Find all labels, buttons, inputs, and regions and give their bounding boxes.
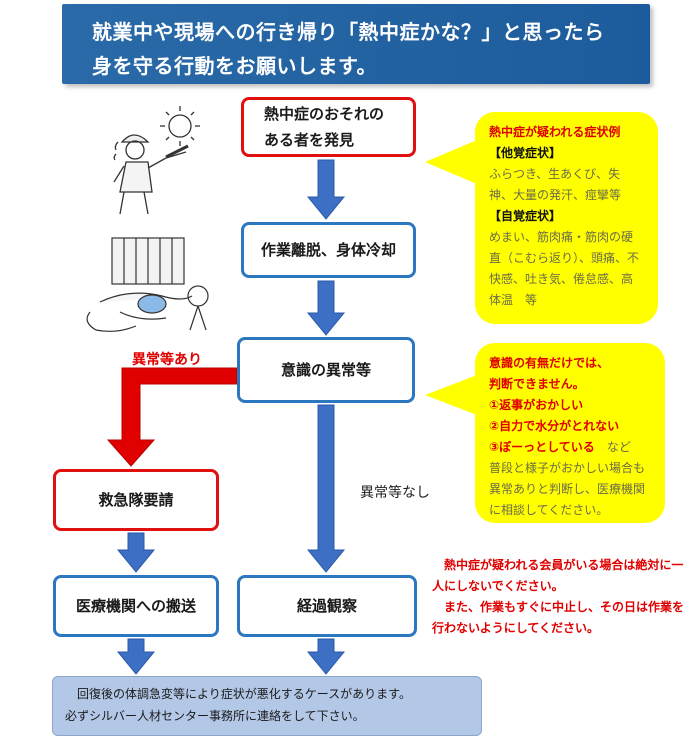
consciousness-note-line2: 判断できません。	[489, 377, 585, 391]
objective-text: ふらつき、生あくび、失神、大量の発汗、痙攣等	[489, 167, 622, 202]
collapsed-worker-illustration	[86, 237, 209, 332]
worker-in-sun-illustration	[113, 106, 200, 215]
transport-text: 医療機関への搬送	[75, 597, 196, 615]
observe-box: 経過観察	[237, 575, 417, 637]
cooling-box: 作業離脱、身体冷却	[241, 222, 416, 278]
discover-line2: ある者を発見	[264, 131, 355, 149]
discover-line1: 熱中症のおそれの	[264, 105, 385, 123]
member-note-p1: 熱中症が疑われる会員がいる場合は絶対に一人にしないでください。	[432, 558, 684, 593]
consciousness-item2: ②自力で水分がとれない	[489, 419, 620, 433]
subjective-text: めまい、筋肉痛・筋肉の硬直（こむら返り）、頭痛、不快感、吐き気、倦怠感、高体温 …	[489, 230, 640, 307]
arrow-observe-to-notice	[306, 638, 346, 675]
consciousness-item3-suffix: など	[594, 440, 631, 454]
arrow-ambulance-to-transport	[116, 532, 156, 573]
consciousness-box: 意識の異常等	[237, 337, 415, 403]
cooling-text: 作業離脱、身体冷却	[260, 241, 396, 259]
subjective-head: 【自覚症状】	[489, 209, 562, 223]
consciousness-callout: 意識の有無だけでは、 判断できません。 ①返事がおかしい ②自力で水分がとれない…	[475, 343, 665, 523]
label-abnormal: 異常等あり	[132, 352, 202, 368]
objective-head: 【他覚症状】	[489, 146, 562, 160]
arrow-cooling-to-consciousness	[306, 280, 346, 336]
consciousness-item1: ①返事がおかしい	[489, 398, 584, 412]
consciousness-item3: ③ぼーっとしている	[489, 440, 595, 454]
title-banner: 就業中や現場への行き帰り「熱中症かな？」と思ったら 身を守る行動をお願いします。	[62, 4, 650, 84]
symptoms-callout: 熱中症が疑われる症状例 【他覚症状】 ふらつき、生あくび、失神、大量の発汗、痙攣…	[475, 112, 658, 324]
arrow-consciousness-to-ambulance	[106, 367, 238, 467]
arrow-transport-to-notice	[116, 638, 156, 675]
member-note: 熱中症が疑われる会員がいる場合は絶対に一人にしないでください。 また、作業もすぐ…	[432, 555, 694, 639]
discover-box: 熱中症のおそれの ある者を発見	[241, 97, 416, 157]
consciousness-callout-tail	[425, 375, 477, 415]
ambulance-text: 救急隊要請	[98, 491, 174, 509]
member-note-p2: また、作業もすぐに中止し、その日は作業を行わないようにしてください。	[432, 600, 685, 635]
consciousness-note-rest: 普段と様子がおかしい場合も異常ありと判断し、医療機関に相談してください。	[489, 461, 646, 517]
symptoms-title: 熱中症が疑われる症状例	[489, 125, 621, 139]
consciousness-text: 意識の異常等	[280, 361, 371, 379]
bottom-notice-line2: 必ずシルバー人材センター事務所に連絡をして下さい。	[65, 709, 365, 723]
arrow-consciousness-to-observe	[306, 404, 346, 573]
bottom-notice-line1: 回復後の体調急変等により症状が悪化するケースがあります。	[77, 687, 411, 701]
banner-title-line2: 身を守る行動をお願いします。	[92, 54, 377, 78]
transport-box: 医療機関への搬送	[53, 575, 219, 637]
bottom-notice: 回復後の体調急変等により症状が悪化するケースがあります。 必ずシルバー人材センタ…	[52, 676, 482, 736]
symptoms-callout-tail	[425, 140, 477, 184]
arrow-discover-to-cooling	[306, 159, 346, 220]
ambulance-box: 救急隊要請	[53, 469, 219, 531]
label-normal: 異常等なし	[360, 485, 430, 501]
consciousness-note-line1: 意識の有無だけでは、	[489, 356, 610, 370]
banner-title-line1: 就業中や現場への行き帰り「熱中症かな？」と思ったら	[92, 20, 605, 44]
observe-text: 経過観察	[296, 597, 357, 615]
